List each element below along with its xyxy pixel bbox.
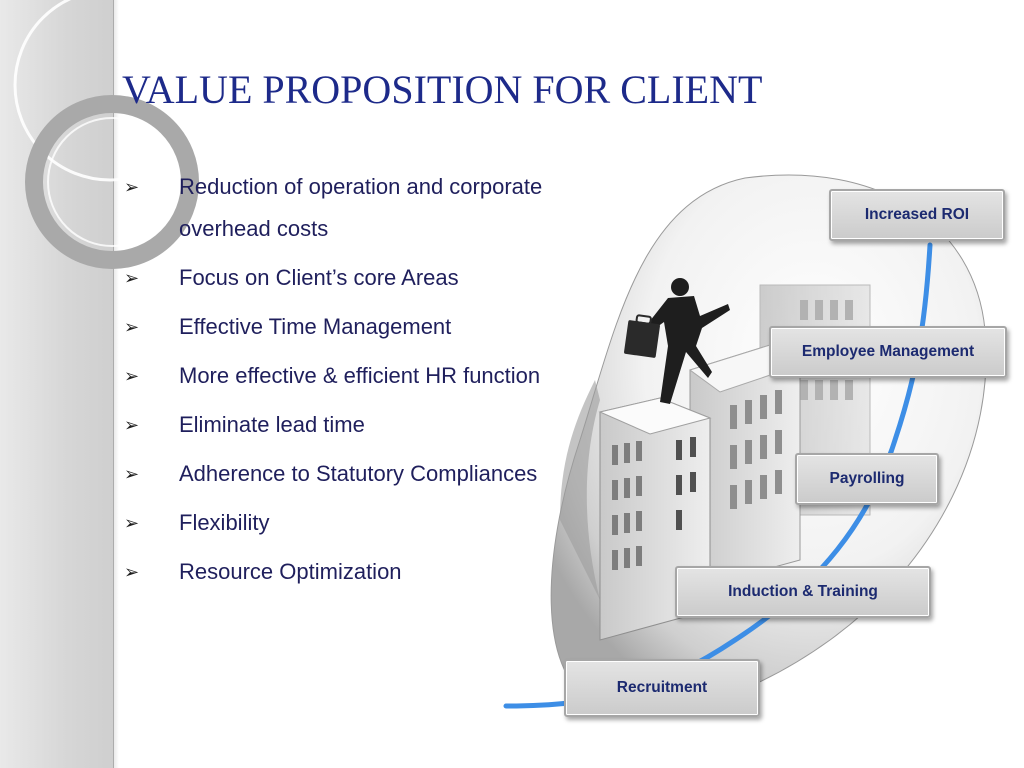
bullet-text: More effective & efficient HR function — [179, 363, 541, 388]
bullet-text: Flexibility — [179, 510, 270, 535]
bullet-item: ➢ Resource Optimization — [122, 551, 602, 593]
stage-induction-training: Induction & Training — [675, 566, 931, 618]
bullet-text: Reduction of operation and corporate ove… — [179, 174, 543, 241]
bullet-item: ➢ Eliminate lead time — [122, 404, 602, 446]
bullet-text: Focus on Client’s core Areas — [179, 265, 459, 290]
arrow-bullet-icon: ➢ — [124, 464, 140, 484]
oval-dark-rim — [560, 380, 600, 600]
arrow-bullet-icon: ➢ — [124, 513, 140, 533]
arrow-bullet-icon: ➢ — [124, 268, 140, 288]
bullet-item: ➢ Effective Time Management — [122, 306, 602, 348]
stage-increased-roi: Increased ROI — [829, 189, 1005, 241]
bullet-text: Resource Optimization — [179, 559, 402, 584]
stage-label: Recruitment — [616, 679, 708, 696]
bullet-item: ➢ More effective & efficient HR function — [122, 355, 602, 397]
ring-thin — [47, 117, 177, 247]
stage-payrolling: Payrolling — [795, 453, 939, 505]
stage-label: Employee Management — [801, 343, 975, 360]
stage-label: Increased ROI — [864, 206, 970, 223]
illustration — [503, 174, 987, 714]
decorative-rings — [13, 0, 200, 269]
arrow-bullet-icon: ➢ — [124, 366, 140, 386]
bullet-item: ➢ Flexibility — [122, 502, 602, 544]
ring-thick — [25, 95, 199, 269]
bullet-text: Eliminate lead time — [179, 412, 365, 437]
bullet-item: ➢ Focus on Client’s core Areas — [122, 257, 602, 299]
side-panel-shadow — [113, 0, 119, 768]
bullet-text: Adherence to Statutory Compliances — [179, 461, 538, 486]
stage-label: Induction & Training — [728, 583, 878, 600]
stage-label: Payrolling — [829, 470, 905, 487]
arrow-bullet-icon: ➢ — [124, 317, 140, 337]
bullet-item: ➢ Adherence to Statutory Compliances — [122, 453, 602, 495]
bullet-item: ➢ Reduction of operation and corporate ov… — [122, 166, 602, 250]
businessman-icon — [624, 278, 730, 404]
slide-title: VALUE PROPOSITION FOR CLIENT — [122, 67, 763, 112]
stage-recruitment: Recruitment — [564, 659, 760, 717]
stage-employee-management: Employee Management — [769, 326, 1007, 378]
arrow-bullet-icon: ➢ — [124, 177, 140, 197]
bullet-list: ➢ Reduction of operation and corporate ov… — [122, 166, 602, 600]
ring-outline — [13, 0, 200, 182]
arrow-bullet-icon: ➢ — [124, 415, 140, 435]
bullet-text: Effective Time Management — [179, 314, 452, 339]
arrow-bullet-icon: ➢ — [124, 562, 140, 582]
